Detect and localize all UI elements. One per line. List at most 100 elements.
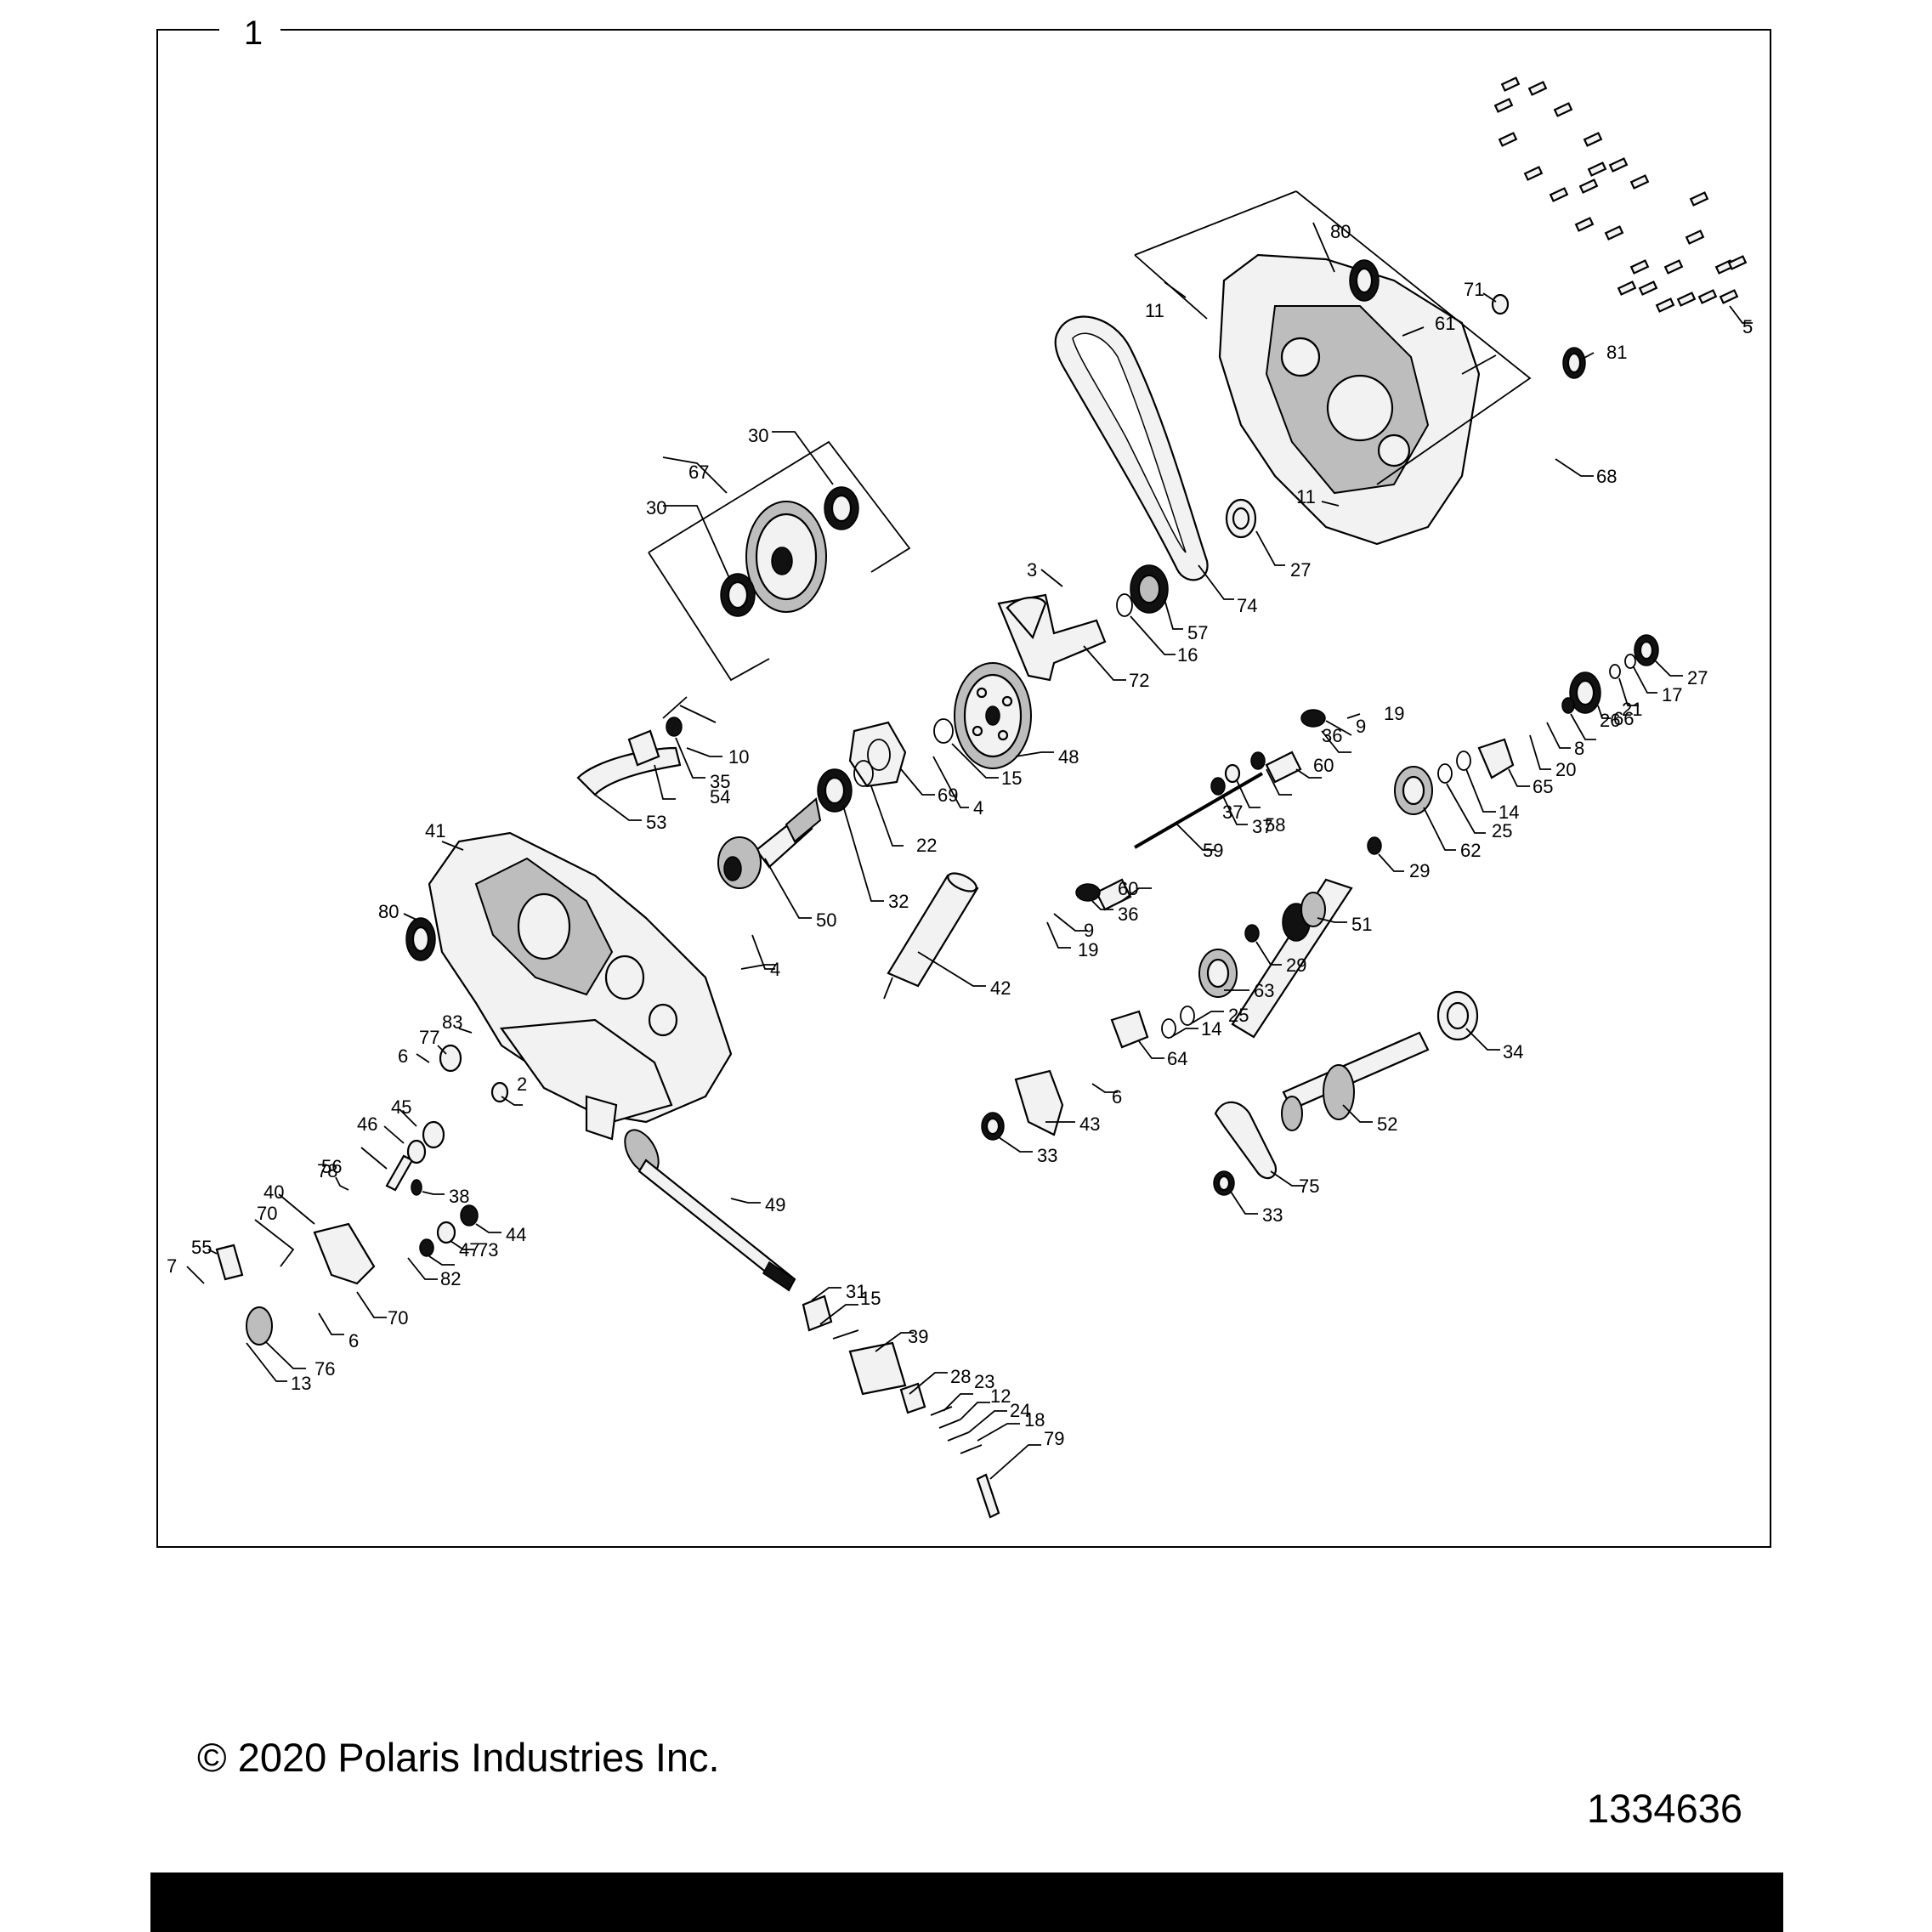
callout: 10	[728, 746, 749, 768]
plug-71	[1491, 293, 1510, 315]
callout: 13	[291, 1373, 311, 1394]
callout: 34	[1503, 1041, 1523, 1062]
callout: 20	[1555, 759, 1576, 780]
callout: 48	[1058, 746, 1079, 768]
callout: 78	[317, 1160, 337, 1181]
gear-67-bracket	[648, 440, 911, 682]
nut-2	[490, 1081, 509, 1103]
callout: 76	[314, 1358, 335, 1380]
gear-37-upper	[1250, 751, 1266, 770]
callout: 15	[860, 1288, 881, 1309]
callout: 46	[357, 1113, 377, 1135]
callout: 25	[1492, 820, 1512, 841]
pinion-shaft-50	[717, 797, 822, 889]
gear-48	[954, 662, 1032, 769]
callout: 30	[646, 497, 666, 518]
callout-leaders	[186, 222, 1753, 1480]
callout: 44	[506, 1224, 526, 1245]
callout: 67	[688, 462, 709, 483]
callout: 56	[321, 1156, 342, 1177]
callout: 35	[710, 771, 730, 792]
callout: 52	[1377, 1113, 1397, 1135]
callout: 37	[1222, 802, 1243, 823]
callout: 36	[1118, 904, 1138, 925]
callout: 6	[398, 1045, 408, 1067]
bracket-55	[215, 1244, 244, 1281]
callout: 58	[1265, 814, 1285, 836]
callout: 70	[257, 1203, 277, 1224]
footer-bar	[150, 1873, 1783, 1932]
callout: 19	[1384, 703, 1404, 724]
callout: 5	[1742, 316, 1753, 337]
assembly-frame	[156, 29, 1771, 1548]
callout: 9	[1356, 716, 1366, 737]
drive-belt-lower	[1214, 1101, 1278, 1180]
callout: 45	[391, 1096, 411, 1118]
callout: 64	[1167, 1048, 1187, 1069]
callout: 69	[938, 785, 958, 806]
plate-43	[1014, 1069, 1064, 1136]
callout: 42	[990, 977, 1011, 999]
callout: 3	[1027, 559, 1037, 581]
hub-65	[1477, 738, 1515, 779]
callout: 53	[646, 812, 666, 833]
callout: 51	[1351, 914, 1372, 935]
callout: 39	[908, 1326, 928, 1347]
fork-60-upper	[1265, 751, 1302, 784]
copyright-notice: © 2020 Polaris Industries Inc.	[197, 1735, 720, 1780]
ring-58	[1224, 763, 1241, 784]
bearing-29-lower	[1244, 924, 1260, 943]
drive-shaft-49	[624, 1129, 796, 1292]
sleeve-31	[802, 1295, 833, 1332]
callout: 71	[1464, 279, 1484, 300]
callout: 70	[388, 1307, 408, 1329]
spring-36-lower	[1075, 883, 1101, 902]
callout-labels: 2 3 4 4 5 6 6 6 7 8 9 9 10 11 11 12 13 1…	[167, 221, 1753, 1449]
bolt-cluster	[1493, 76, 1748, 313]
callout: 33	[1037, 1145, 1057, 1166]
callout: 21	[1622, 699, 1642, 720]
callout: 43	[1079, 1113, 1100, 1135]
callout: 22	[916, 835, 937, 856]
callout: 47	[459, 1239, 479, 1261]
hub-64	[1110, 1010, 1149, 1049]
sleeve-28	[899, 1382, 926, 1414]
callout: 29	[1286, 955, 1306, 976]
callout: 31	[846, 1281, 866, 1302]
housing-40	[313, 1222, 376, 1285]
spring-36-upper	[1300, 709, 1326, 728]
callout: 80	[1330, 221, 1351, 242]
callout: 40	[263, 1181, 284, 1203]
callout: 59	[1203, 840, 1223, 861]
spring-38	[411, 1179, 422, 1196]
callout: 80	[378, 901, 399, 922]
callout: 65	[1533, 776, 1553, 797]
gear-76	[246, 1306, 273, 1346]
callout: 60	[1118, 878, 1138, 899]
bearing-29-upper	[1367, 836, 1382, 855]
callout: 55	[191, 1237, 212, 1258]
callout: 81	[1606, 342, 1627, 363]
callout: 73	[478, 1239, 498, 1261]
callout: 33	[1262, 1204, 1283, 1226]
callout: 28	[950, 1366, 971, 1387]
callout: 9	[1084, 920, 1094, 941]
gear-45	[422, 1120, 445, 1149]
main-case-left	[428, 831, 733, 1141]
fork-60-lower	[1095, 878, 1132, 911]
callout: 29	[1409, 860, 1430, 881]
callout: 11	[1145, 300, 1164, 321]
callout: 2	[517, 1074, 527, 1095]
sensor-77	[439, 1044, 462, 1073]
plate-69	[848, 721, 907, 788]
gear-67-assembly	[720, 486, 859, 617]
diagram-id: 1334636	[1587, 1786, 1742, 1831]
callout: 77	[419, 1027, 439, 1048]
callout: 15	[1001, 768, 1022, 789]
ring-15-upper	[933, 718, 954, 744]
callout: 18	[1024, 1409, 1045, 1431]
callout: 8	[1574, 738, 1584, 759]
callout: 25	[1228, 1005, 1249, 1026]
ring-16	[1116, 593, 1133, 617]
